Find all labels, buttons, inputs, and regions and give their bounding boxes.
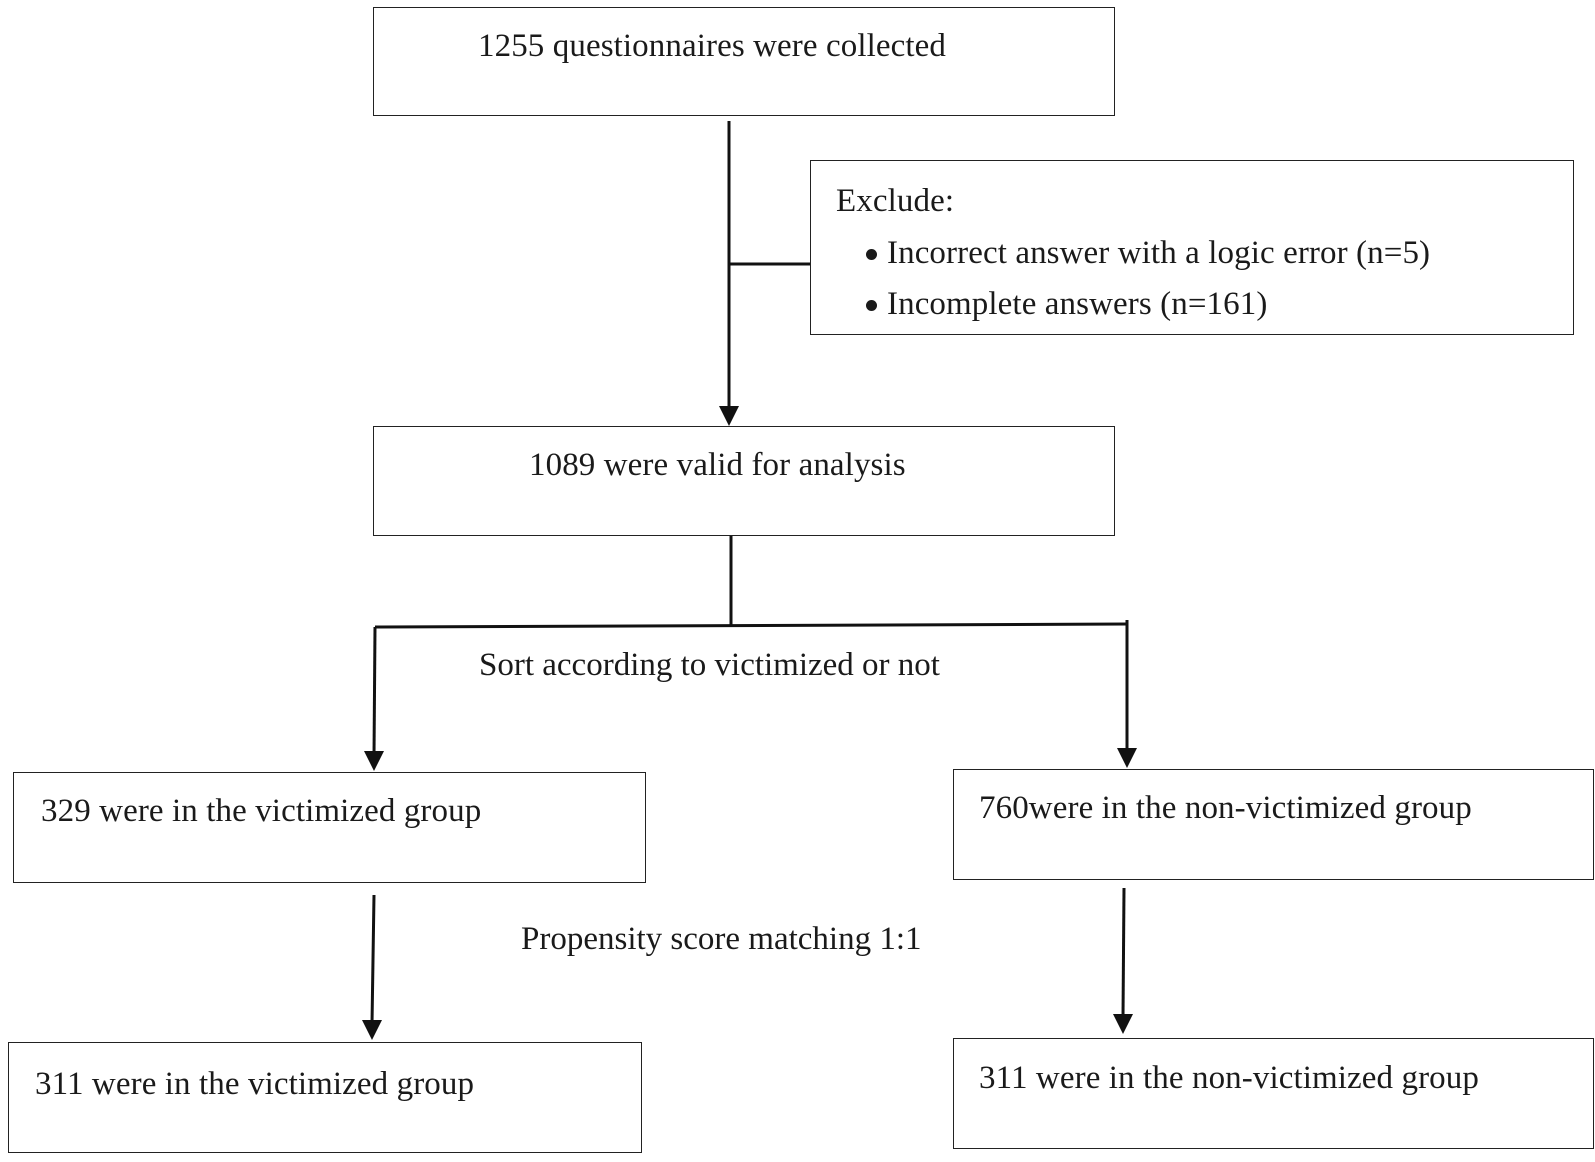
victimized-text: 329 were in the victimized group [41, 793, 482, 829]
split-horizontal-line [374, 622, 1129, 629]
collected-text: 1255 questionnaires were collected [478, 28, 946, 64]
exclude-item-logic-error: Incorrect answer with a logic error (n=5… [887, 235, 1431, 271]
non-victimized-box: 760were in the non-victimized group [953, 769, 1594, 880]
matched-non-victimized-text: 311 were in the non-victimized group [979, 1060, 1479, 1096]
arrowhead-to-non-victimized [1117, 748, 1137, 768]
exclude-item-incomplete: Incomplete answers (n=161) [887, 286, 1268, 322]
matching-label: Propensity score matching 1:1 [521, 921, 922, 957]
collected-box: 1255 questionnaires were collected [373, 7, 1115, 116]
arrow-to-matched-victimized [370, 894, 376, 1025]
valid-box: 1089 were valid for analysis [373, 426, 1115, 536]
arrowhead-to-matched-victimized [362, 1020, 382, 1040]
non-victimized-text: 760were in the non-victimized group [979, 790, 1472, 826]
sort-label: Sort according to victimized or not [479, 647, 940, 683]
valid-text: 1089 were valid for analysis [529, 447, 906, 483]
matched-victimized-text: 311 were in the victimized group [35, 1066, 475, 1102]
bullet-icon [866, 300, 877, 311]
arrowhead-collected-to-valid [719, 406, 739, 426]
victimized-box: 329 were in the victimized group [13, 772, 646, 883]
matched-victimized-box: 311 were in the victimized group [8, 1042, 642, 1153]
exclude-title: Exclude: [836, 183, 955, 219]
matched-non-victimized-box: 311 were in the non-victimized group [953, 1038, 1594, 1149]
arrow-to-matched-non-victimized [1121, 887, 1126, 1019]
arrow-to-victimized [372, 626, 377, 757]
arrowhead-to-victimized [364, 751, 384, 771]
arrowhead-to-matched-non-victimized [1113, 1014, 1133, 1034]
bullet-icon [866, 249, 877, 260]
exclude-box: Exclude: Incorrect answer with a logic e… [810, 160, 1574, 335]
